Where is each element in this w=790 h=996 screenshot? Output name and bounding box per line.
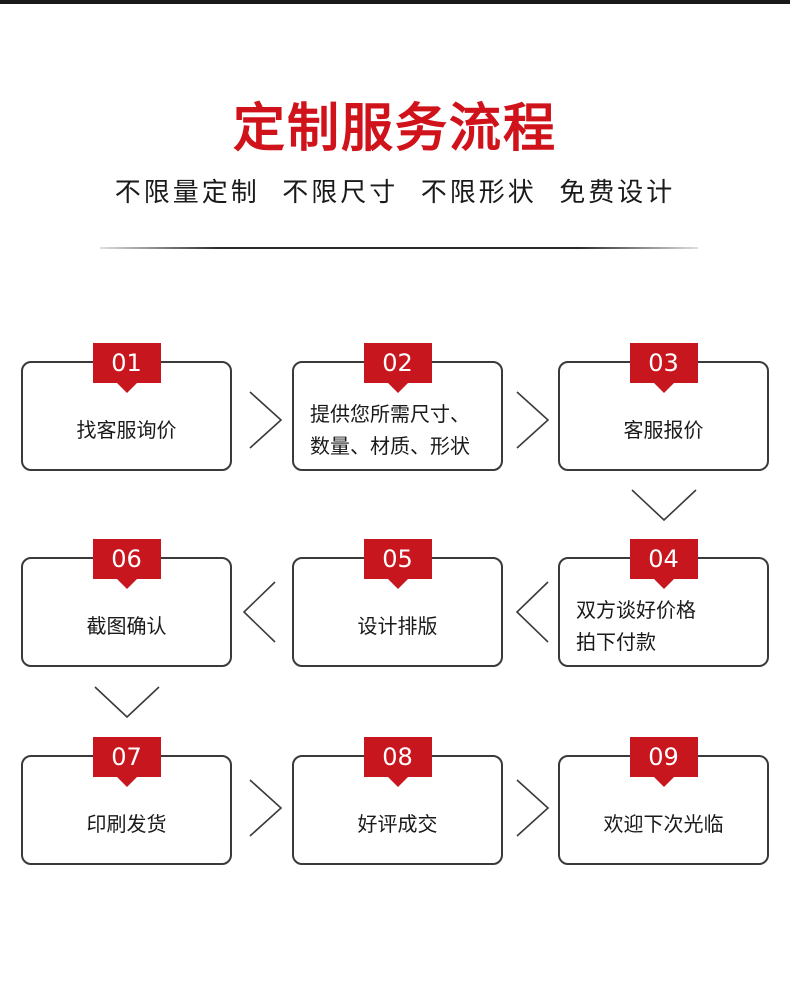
step-badge: 04 xyxy=(629,539,698,589)
step-number: 01 xyxy=(92,343,161,383)
step-card-05: 05 设计排版 xyxy=(292,539,503,667)
step-number: 06 xyxy=(92,539,161,579)
step-badge: 01 xyxy=(92,343,161,393)
step-card-01: 01 找客服询价 xyxy=(21,343,232,471)
chevron-down-icon xyxy=(94,686,160,719)
step-number: 07 xyxy=(92,737,161,777)
badge-pointer xyxy=(653,579,674,589)
badge-pointer xyxy=(116,777,137,787)
chevron-left-icon xyxy=(515,581,549,643)
chevron-right-icon xyxy=(516,391,550,449)
chevron-left-icon xyxy=(242,581,276,643)
badge-pointer xyxy=(116,383,137,393)
step-card-03: 03 客服报价 xyxy=(558,343,769,471)
chevron-right-icon xyxy=(516,779,550,837)
step-card-07: 07 印刷发货 xyxy=(21,737,232,865)
step-card-02: 02 提供您所需尺寸、 数量、材质、形状 xyxy=(292,343,503,471)
step-badge: 09 xyxy=(629,737,698,787)
step-badge: 05 xyxy=(363,539,432,589)
step-text: 双方谈好价格 拍下付款 xyxy=(576,598,696,654)
badge-pointer xyxy=(653,777,674,787)
page-subtitle: 不限量定制 不限尺寸 不限形状 免费设计 xyxy=(114,178,676,208)
step-badge: 07 xyxy=(92,737,161,787)
step-text: 客服报价 xyxy=(623,418,704,442)
step-badge: 02 xyxy=(363,343,432,393)
divider xyxy=(100,247,698,249)
step-badge: 03 xyxy=(629,343,698,393)
chevron-right-icon xyxy=(249,391,283,449)
step-badge: 06 xyxy=(92,539,161,589)
badge-pointer xyxy=(116,579,137,589)
step-number: 05 xyxy=(363,539,432,579)
step-text: 提供您所需尺寸、 数量、材质、形状 xyxy=(310,402,470,458)
step-number: 04 xyxy=(629,539,698,579)
step-text: 欢迎下次光临 xyxy=(603,812,724,836)
step-text: 好评成交 xyxy=(357,812,438,836)
step-text: 设计排版 xyxy=(357,614,438,638)
badge-pointer xyxy=(387,777,408,787)
step-text: 找客服询价 xyxy=(76,418,177,442)
step-card-08: 08 好评成交 xyxy=(292,737,503,865)
badge-pointer xyxy=(387,383,408,393)
badge-pointer xyxy=(387,579,408,589)
step-card-06: 06 截图确认 xyxy=(21,539,232,667)
step-number: 03 xyxy=(629,343,698,383)
step-text: 印刷发货 xyxy=(86,812,167,836)
step-badge: 08 xyxy=(363,737,432,787)
page-title: 定制服务流程 xyxy=(232,99,557,159)
step-number: 08 xyxy=(363,737,432,777)
top-bar xyxy=(0,0,790,4)
badge-pointer xyxy=(653,383,674,393)
step-card-04: 04 双方谈好价格 拍下付款 xyxy=(558,539,769,667)
chevron-right-icon xyxy=(249,779,283,837)
step-card-09: 09 欢迎下次光临 xyxy=(558,737,769,865)
chevron-down-icon xyxy=(631,489,697,522)
step-text: 截图确认 xyxy=(86,614,167,638)
step-number: 02 xyxy=(363,343,432,383)
step-number: 09 xyxy=(629,737,698,777)
